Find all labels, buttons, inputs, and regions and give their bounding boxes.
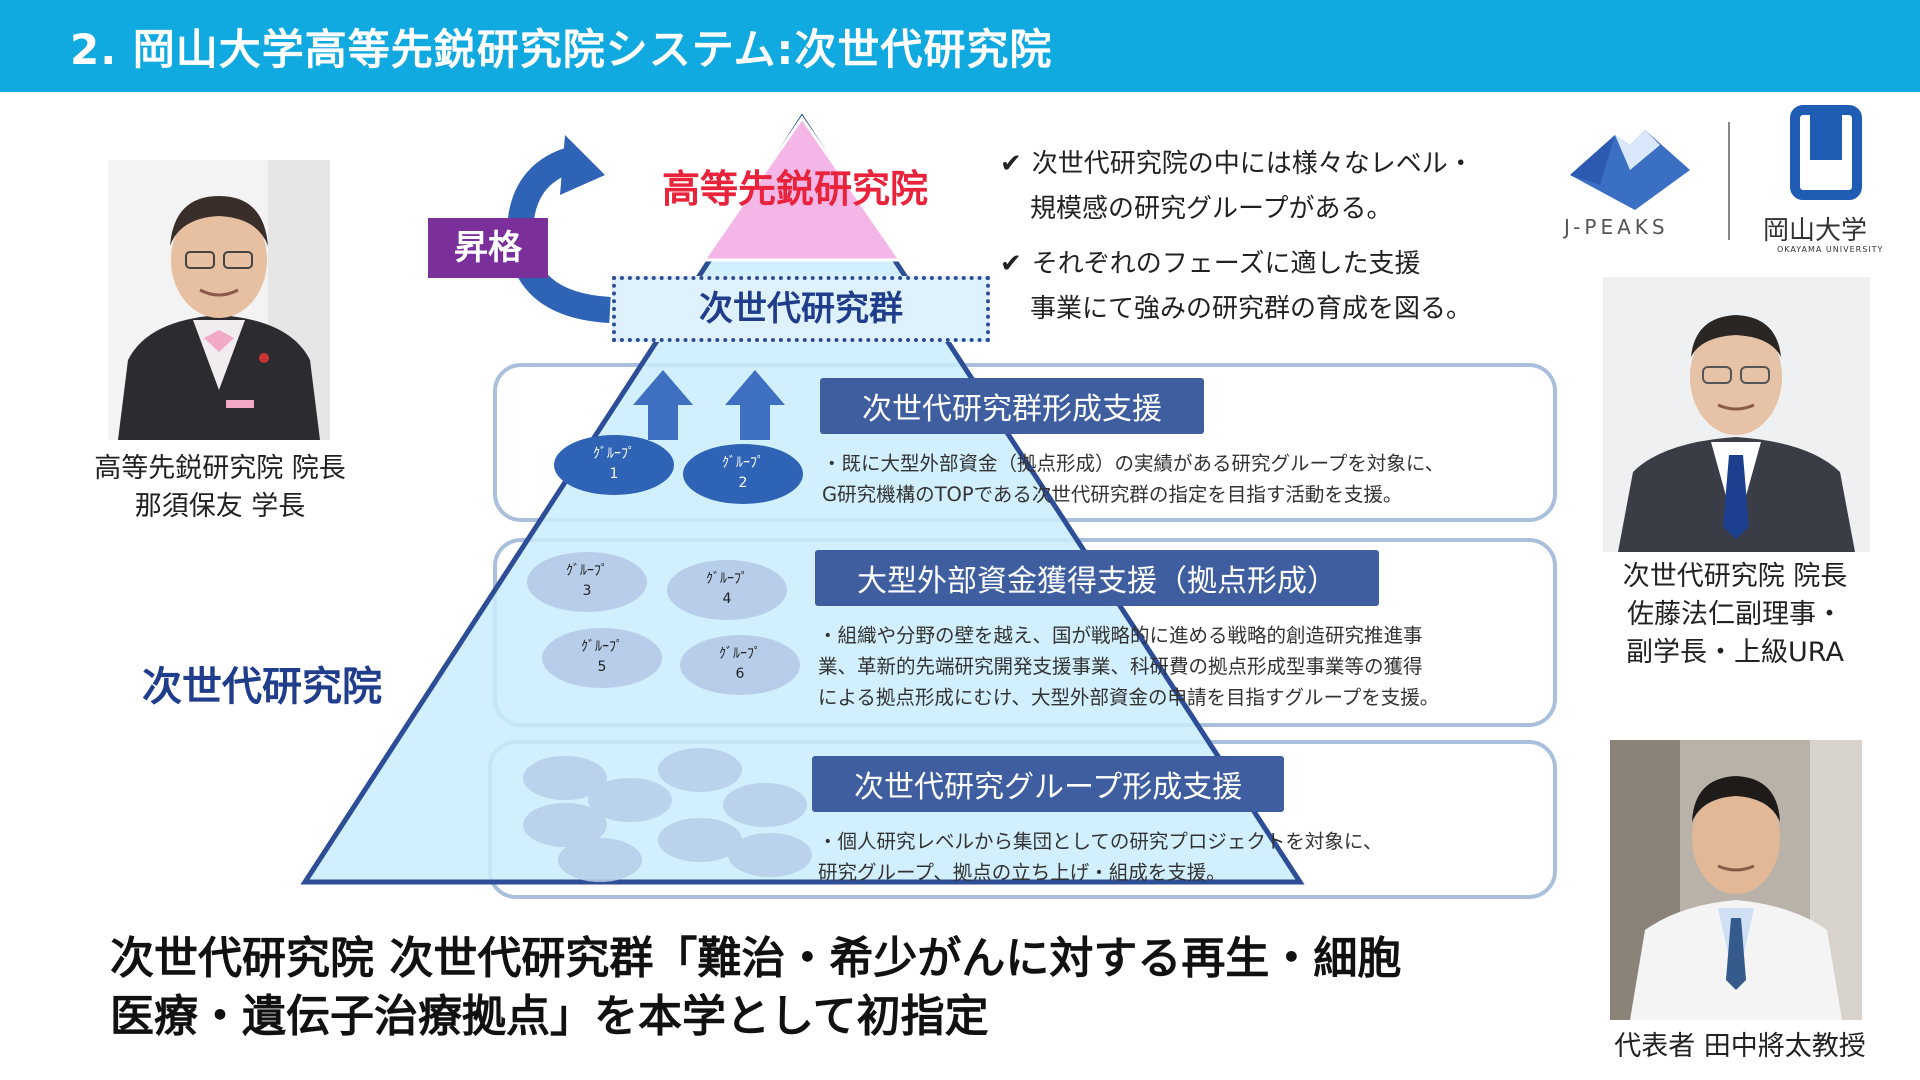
section-3-desc: ・個人研究レベルから集団としての研究プロジェクトを対象に、 研究グループ、拠点の… [818,826,1382,888]
right-person-2-caption: 代表者 田中將太教授 [1614,1031,1866,1062]
caption-line: 高等先鋭研究院 院長 [94,453,346,484]
desc-line: による拠点形成にむけ、大型外部資金の申請を目指すグループを支援。 [818,686,1440,709]
next-gen-group-label: 次世代研究群 [699,289,903,329]
left-person-caption: 高等先鋭研究院 院長 那須保友 学長 [60,450,380,526]
left-person-photo [108,160,330,440]
header-bar: 2. 岡山大学高等先鋭研究院システム:次世代研究院 [0,0,1920,92]
bullet-2-line2: 事業にて強みの研究群の育成を図る。 [1030,294,1473,324]
right-person-1-photo [1603,277,1870,552]
section-2-title: 大型外部資金獲得支援（拠点形成） [815,550,1379,606]
jpeaks-text: J-PEAKS [1564,215,1669,239]
caption-line: 那須保友 学長 [134,491,306,522]
bullet-1: ✔ 次世代研究院の中には様々なレベル・ 規模感の研究グループがある。 [1000,138,1474,236]
check-icon: ✔ [1000,249,1022,279]
bullet-2: ✔ それぞれのフェーズに適した支援 事業にて強みの研究群の育成を図る。 [1000,238,1472,336]
section-3-title: 次世代研究グループ形成支援 [812,756,1285,812]
up-arrow-2 [725,370,785,440]
section-1-title: 次世代研究群形成支援 [820,378,1204,434]
desc-line: ・組織や分野の壁を越え、国が戦略的に進める戦略的創造研究推進事 [818,624,1423,647]
group-1-ellipse [554,435,674,495]
caption-line: 次世代研究院 院長 [1622,561,1848,592]
section-1-desc: ・既に大型外部資金（拠点形成）の実績がある研究グループを対象に、 G研究機構のT… [822,448,1444,510]
desc-line: ・個人研究レベルから集団としての研究プロジェクトを対象に、 [818,830,1383,853]
bullet-1-line1: 次世代研究院の中には様々なレベル・ [1031,149,1474,179]
desc-line: G研究機構のTOPである次世代研究群の指定を目指す活動を支援。 [822,483,1403,506]
group-3-ellipse [527,552,647,612]
bullet-1-line2: 規模感の研究グループがある。 [1030,194,1393,224]
okayama-jp-text: 岡山大学 [1763,216,1868,246]
slide-title: 2. 岡山大学高等先鋭研究院システム:次世代研究院 [70,25,1053,74]
bottom-headline: 次世代研究院 次世代研究群「難治・希少がんに対する再生・細胞 医療・遺伝子治療拠… [110,930,1401,1046]
bottom-headline-line1: 次世代研究院 次世代研究群「難治・希少がんに対する再生・細胞 [110,933,1402,984]
pyramid-shape [300,113,1305,885]
right-person-2-photo [1610,740,1862,1020]
institute-label: 次世代研究院 [142,664,382,710]
top-institute-label: 高等先鋭研究院 [662,167,929,211]
promotion-label: 昇格 [454,228,522,268]
desc-line: 業、革新的先端研究開発支援事業、科研費の拠点形成型事業等の獲得 [818,655,1423,678]
group-4-ellipse [667,560,787,620]
desc-line: ・既に大型外部資金（拠点形成）の実績がある研究グループを対象に、 [822,452,1445,475]
next-gen-group-box: 次世代研究群 [612,276,990,342]
pyramid-top [701,115,903,262]
caption-line: 佐藤法仁副理事・ [1627,599,1843,630]
promotion-arrow-head [560,135,605,195]
caption-line: 副学長・上級URA [1626,637,1844,668]
bottom-headline-line2: 医療・遺伝子治療拠点」を本学として初指定 [110,991,989,1042]
group-6-ellipse [680,635,800,695]
section-2-desc: ・組織や分野の壁を越え、国が戦略的に進める戦略的創造研究推進事 業、革新的先端研… [818,620,1439,713]
okayama-logo: 岡山大学 OKAYAMA UNIVERSITY [1755,105,1895,255]
jpeaks-logo: J-PEAKS [1560,115,1700,245]
promotion-badge: 昇格 [428,218,548,278]
blank-groups [523,748,812,882]
up-arrow-1 [633,370,693,440]
okayama-en-text: OKAYAMA UNIVERSITY [1777,245,1884,254]
bullet-2-line1: それぞれのフェーズに適した支援 [1031,249,1421,279]
logo-divider [1728,122,1730,240]
check-icon: ✔ [1000,149,1022,179]
right-person-1-caption: 次世代研究院 院長 佐藤法仁副理事・ 副学長・上級URA [1585,558,1885,672]
group-5-ellipse [542,628,662,688]
desc-line: 研究グループ、拠点の立ち上げ・組成を支援。 [818,861,1226,884]
group-2-ellipse [683,444,803,504]
